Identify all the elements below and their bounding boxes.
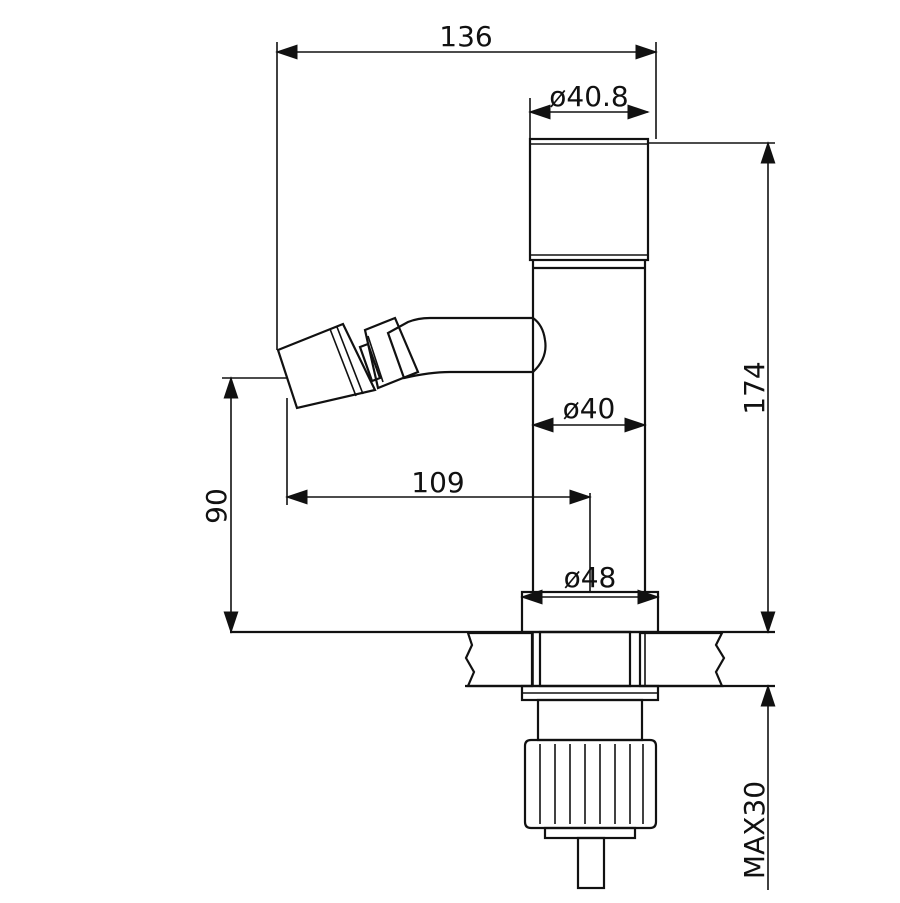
dim-body-diameter: ø40 [531,392,647,433]
base-collar [520,590,660,634]
aerator-head [276,322,377,410]
fixing-nut [523,738,658,830]
dim-base-diameter: ø48 [520,561,660,605]
body-diameter-label: ø40 [563,392,616,425]
overall-width-label: 136 [439,20,492,53]
dim-overall-height: 174 [648,141,776,634]
dim-spout-height: 90 [200,376,288,634]
knurled-handle [528,137,650,262]
countertop [230,630,775,702]
reach-label: 109 [411,466,464,499]
max-deck-label: MAX30 [738,781,771,879]
spout-height-label: 90 [200,488,233,524]
dim-overall-width: 136 [275,20,658,350]
dim-max-deck: MAX30 [738,684,776,890]
base-diameter-label: ø48 [564,561,617,594]
stone-right [638,631,726,688]
handle-diameter-label: ø40.8 [549,80,628,113]
dim-reach: 109 [285,398,592,592]
braided-hose [576,836,606,890]
spout [276,316,547,410]
dim-handle-diameter: ø40.8 [528,80,650,139]
stone-left [464,631,534,688]
overall-height-label: 174 [738,361,771,414]
fixing-assembly [523,698,658,890]
main-column [531,260,647,592]
